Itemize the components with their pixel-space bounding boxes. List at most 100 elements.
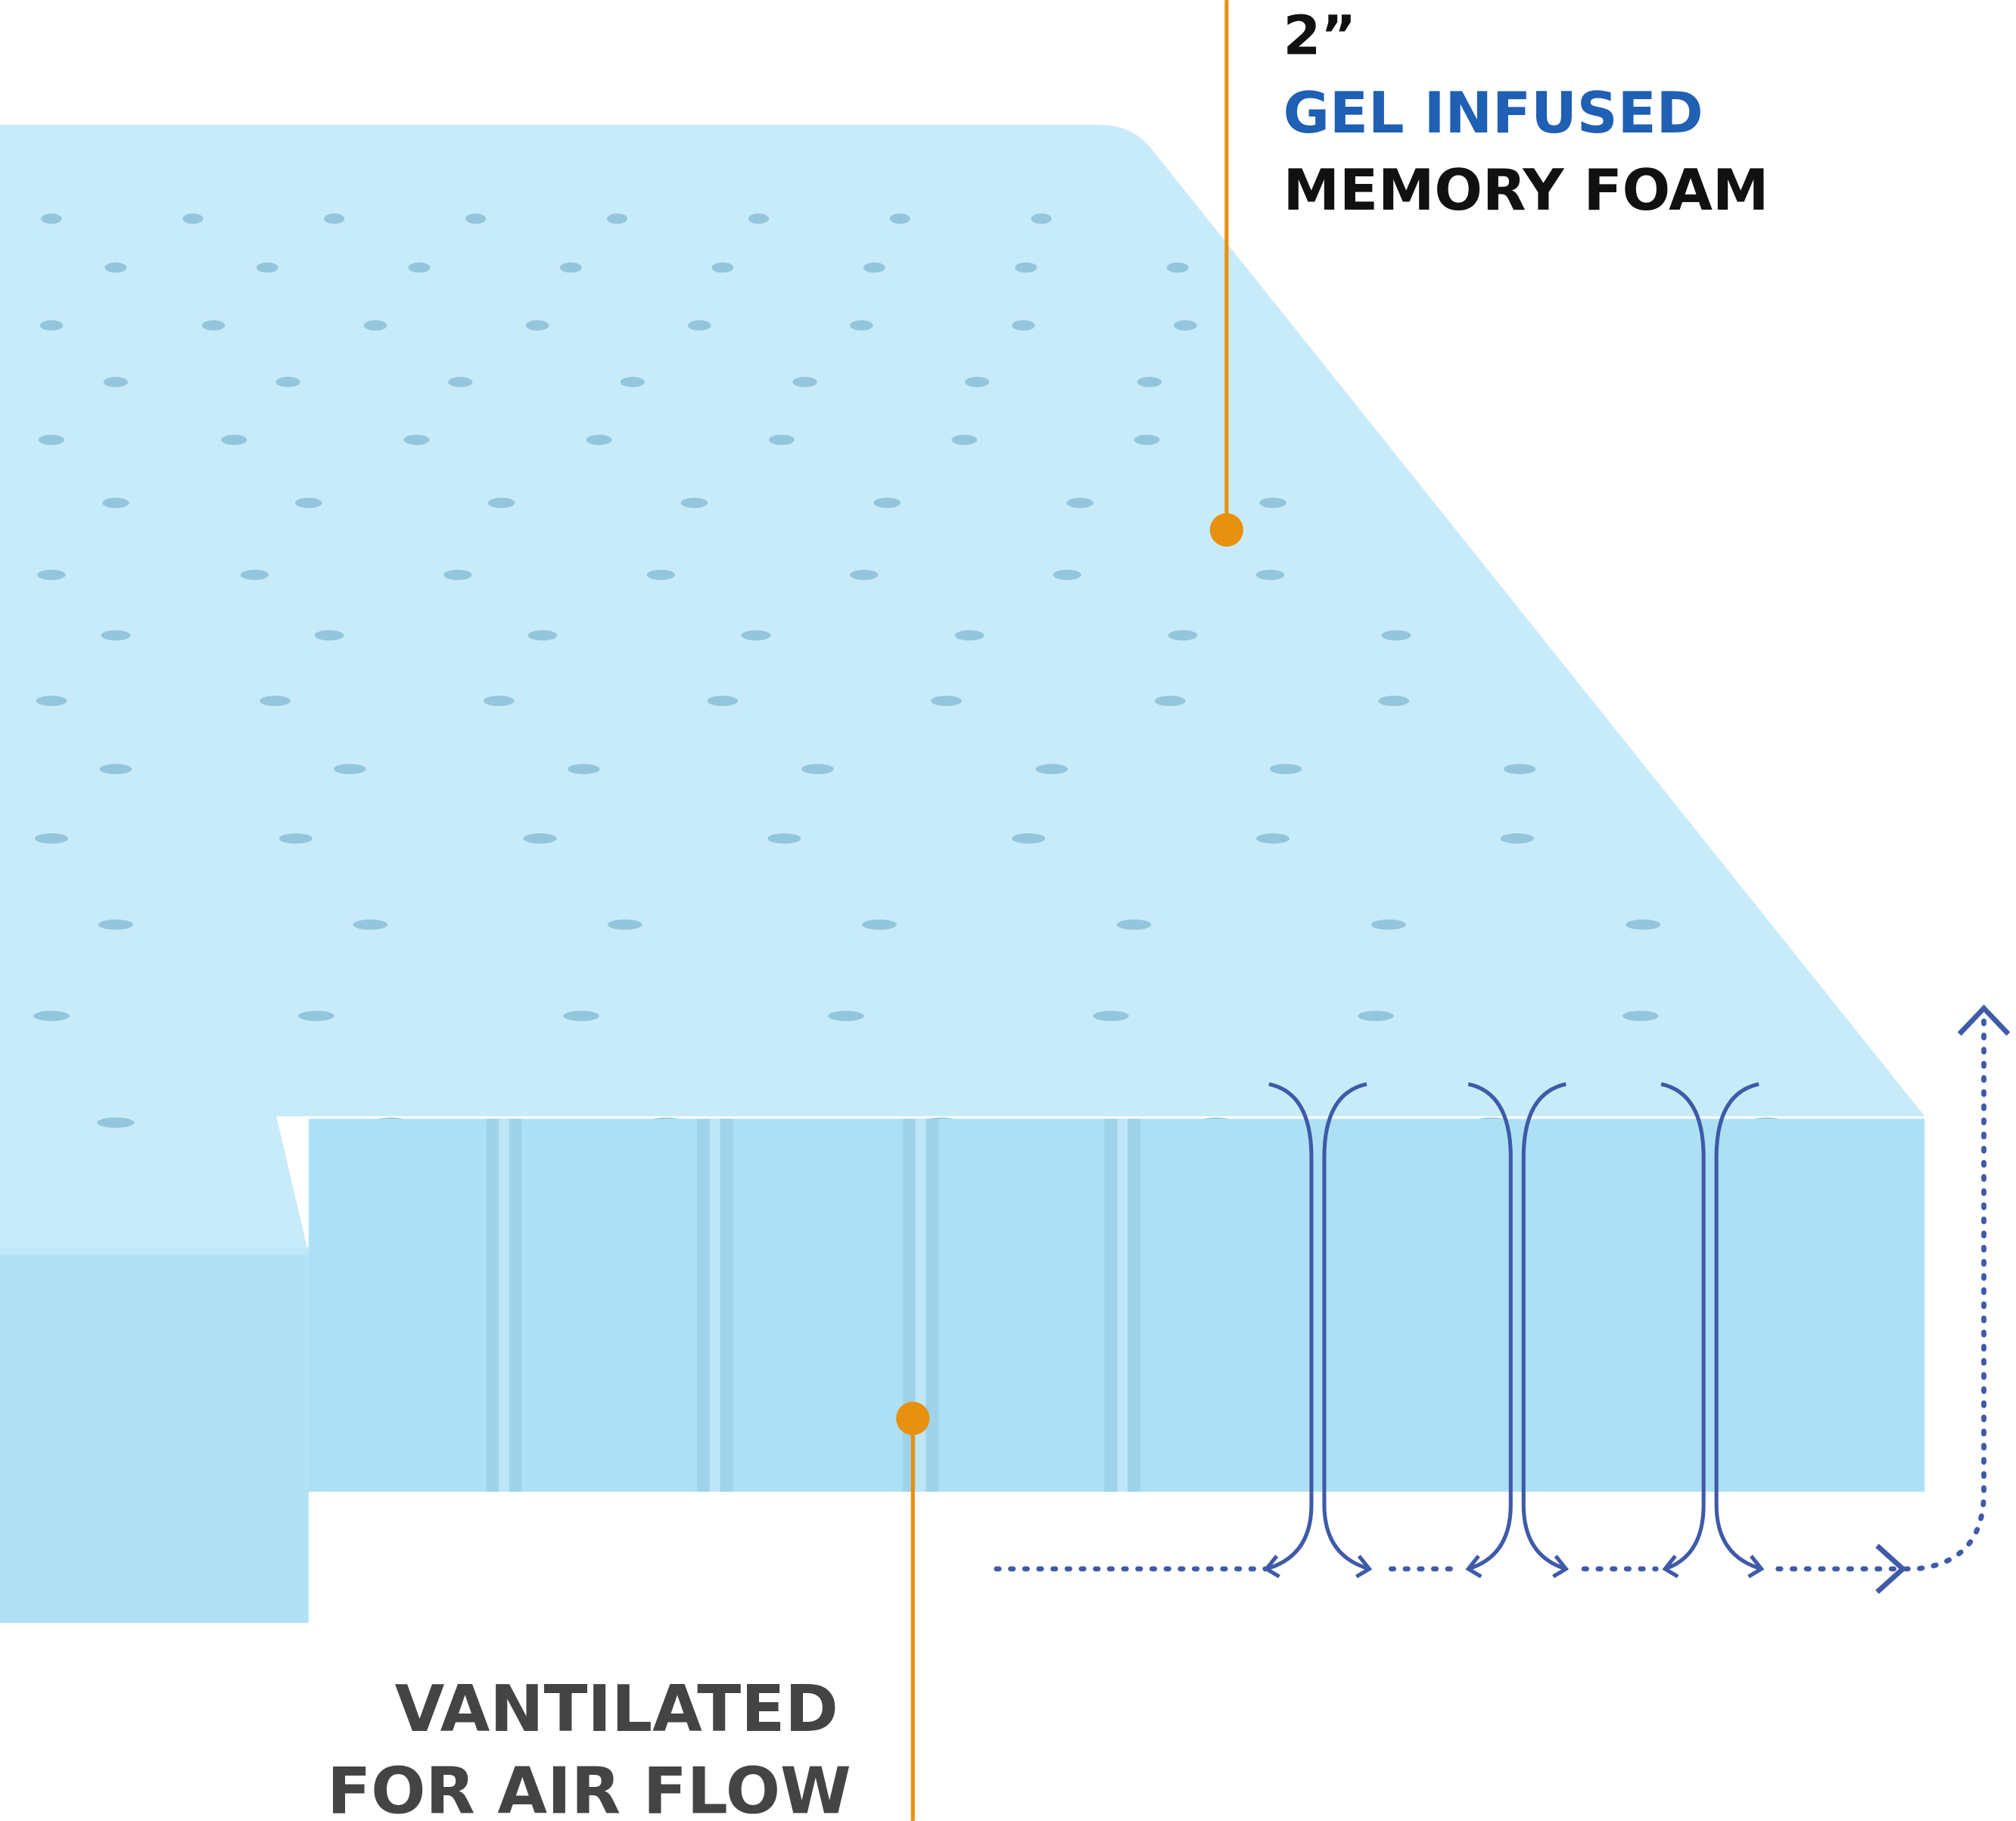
vent-hole <box>850 320 873 331</box>
vent-hole <box>1381 630 1411 641</box>
airflow-arrow-icon <box>1747 1555 1765 1579</box>
vent-hole <box>201 320 226 331</box>
air-channels <box>486 1119 1140 1492</box>
vent-hole <box>408 262 431 273</box>
vent-hole <box>1012 320 1035 331</box>
vent-hole <box>863 262 885 273</box>
ventilated-label: VANTILATED <box>395 1672 838 1747</box>
vent-hole <box>1012 833 1046 844</box>
vent-hole <box>563 1010 599 1022</box>
vent-hole <box>41 213 62 224</box>
vent-hole <box>1626 919 1661 930</box>
airflow-arrows <box>994 1004 2011 1594</box>
vent-hole <box>38 434 64 445</box>
vent-hole <box>527 630 558 641</box>
vent-hole <box>1378 696 1410 706</box>
vent-hole <box>862 919 898 930</box>
vent-hole <box>951 434 978 445</box>
vent-hole <box>1137 376 1162 388</box>
vent-hole <box>1031 213 1052 224</box>
vent-hole <box>1035 764 1069 774</box>
airflow-arrow-icon <box>1662 1555 1679 1579</box>
foam-left-block <box>0 1253 309 1623</box>
vent-hole <box>828 1010 864 1022</box>
vent-hole <box>465 213 487 224</box>
vent-hole <box>1174 320 1197 331</box>
vent-hole <box>707 696 739 706</box>
airflow-curve <box>1467 1082 1513 1571</box>
vent-hole <box>606 213 628 224</box>
vent-hole <box>1259 497 1286 509</box>
airflow-arrow-icon <box>1875 1543 1907 1594</box>
vent-hole <box>487 497 515 509</box>
vent-hole <box>525 320 549 331</box>
airflow-arrow-icon <box>1957 1004 2011 1036</box>
vent-hole <box>768 434 795 445</box>
vent-hole <box>298 1010 334 1022</box>
vent-hole <box>102 497 129 509</box>
vent-hole <box>954 630 985 641</box>
vent-hole <box>523 833 557 844</box>
air-channel-highlight <box>915 1119 926 1492</box>
vent-hole <box>363 320 387 331</box>
vent-hole <box>1370 919 1406 930</box>
airflow-arrow-icon <box>1465 1555 1482 1579</box>
vent-hole <box>260 696 291 706</box>
vent-hole <box>646 569 675 581</box>
vent-hole <box>34 833 69 844</box>
vent-hole <box>99 764 132 774</box>
vent-hole <box>483 696 515 706</box>
vent-hole <box>1622 1010 1659 1022</box>
vent-hole <box>711 262 734 273</box>
airflow-curve <box>1322 1082 1370 1571</box>
vent-hole <box>97 1117 135 1128</box>
vent-hole <box>256 262 278 273</box>
vent-hole <box>873 497 901 509</box>
vent-hole <box>314 630 344 641</box>
vent-hole <box>221 434 247 445</box>
vent-hole <box>39 320 64 331</box>
vent-hole <box>1015 262 1038 273</box>
air-channel-highlight <box>1117 1119 1128 1492</box>
air-flow-label: FOR AIR FLOW <box>327 1754 851 1821</box>
airflow-arrow-icon <box>1355 1555 1373 1579</box>
vent-hole <box>850 569 879 581</box>
vent-hole <box>767 833 801 844</box>
vent-hole <box>324 213 345 224</box>
vent-hole <box>792 376 817 388</box>
vent-hole <box>748 213 769 224</box>
callout-dot-icon <box>896 1402 930 1436</box>
vent-hole <box>1500 833 1534 844</box>
left-block-edge <box>0 1247 309 1256</box>
callout-dot-icon <box>1209 513 1243 547</box>
vent-hole <box>1093 1010 1129 1022</box>
air-channel-highlight <box>499 1119 509 1492</box>
vent-hole <box>1134 434 1160 445</box>
airflow-curve <box>1714 1082 1762 1571</box>
vent-hole <box>680 497 708 509</box>
vent-hole <box>1116 919 1152 930</box>
airflow-curve <box>1265 1082 1314 1571</box>
airflow-dotted-line <box>1775 1013 1986 1572</box>
vent-hole <box>687 320 711 331</box>
ventilation-holes <box>33 213 1786 1128</box>
vent-hole <box>333 764 366 774</box>
vent-hole <box>443 569 472 581</box>
vent-hole <box>182 213 204 224</box>
vent-hole <box>98 919 133 930</box>
vent-hole <box>1255 833 1290 844</box>
airflow-curve <box>1521 1082 1567 1571</box>
vent-hole <box>33 1010 70 1022</box>
vent-hole <box>275 376 300 388</box>
airflow-arrow-icon <box>1552 1555 1570 1579</box>
vent-hole <box>801 764 834 774</box>
memory-foam-label: MEMORY FOAM <box>1283 157 1769 223</box>
vent-hole <box>568 764 600 774</box>
vent-hole <box>104 262 127 273</box>
air-channel-highlight <box>709 1119 720 1492</box>
vent-hole <box>559 262 582 273</box>
thickness-label: 2” <box>1283 4 1357 67</box>
airflow-curve <box>1660 1082 1706 1571</box>
vent-hole <box>37 569 66 581</box>
